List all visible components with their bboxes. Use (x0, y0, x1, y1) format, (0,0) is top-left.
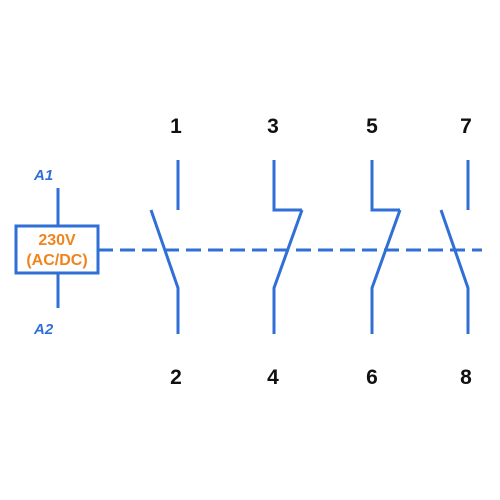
coil-voltage-type: (AC/DC) (26, 252, 87, 269)
contact-fixed-top (370, 160, 400, 212)
coil-terminal-a2: A2 (33, 321, 54, 338)
terminal-number-top: 3 (267, 115, 279, 138)
contact-fixed-top (272, 160, 302, 212)
terminal-number-bottom: 4 (267, 366, 279, 389)
contact-moving-blade (272, 209, 304, 334)
terminal-number-bottom: 6 (366, 366, 378, 389)
terminal-number-bottom: 8 (460, 366, 472, 389)
coil-terminal-a1: A1 (33, 167, 53, 184)
terminal-number-top: 7 (460, 115, 472, 138)
contact-moving-blade (149, 209, 180, 334)
contact-moving-blade (439, 209, 470, 334)
terminal-number-top: 1 (170, 115, 182, 138)
contact-3-4: 3 4 (267, 115, 304, 389)
contact-7-8: 7 8 (439, 115, 472, 389)
contact-moving-blade (370, 209, 402, 334)
terminal-number-top: 5 (366, 115, 378, 138)
contact-5-6: 5 6 (366, 115, 402, 389)
coil-voltage-rating: 230V (38, 232, 76, 249)
terminal-number-bottom: 2 (170, 366, 182, 389)
contact-1-2: 1 2 (149, 115, 182, 389)
